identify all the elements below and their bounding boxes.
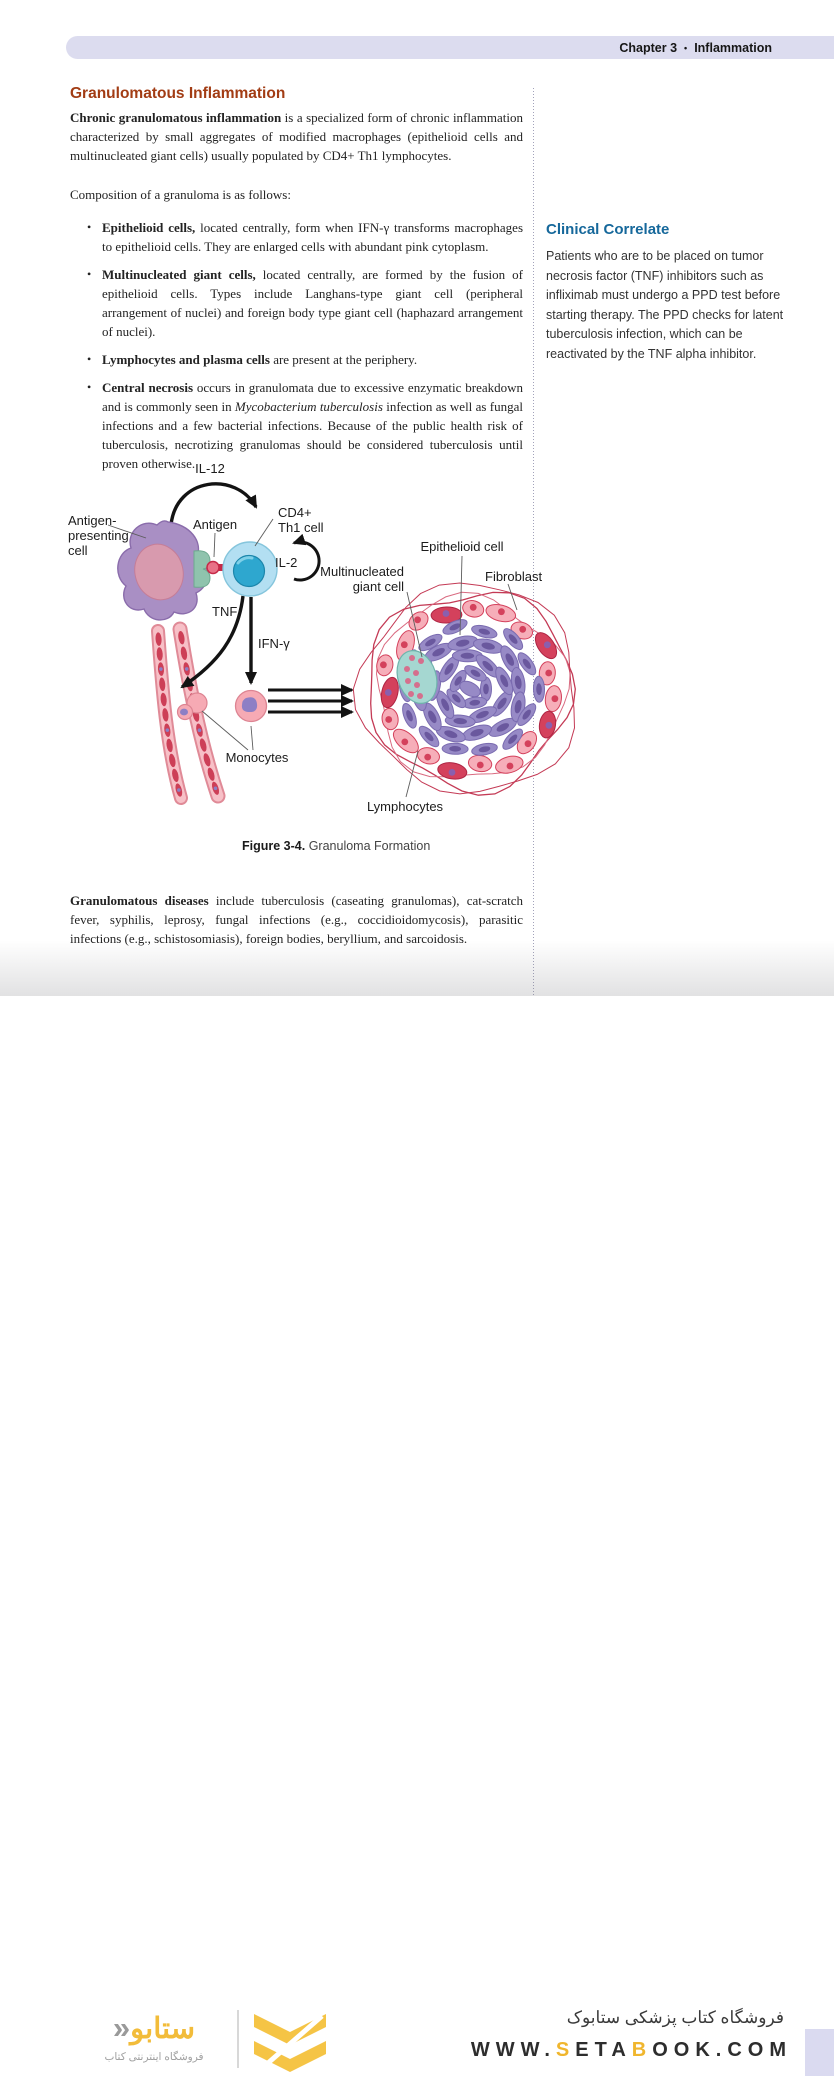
column-dotted-divider: [533, 88, 534, 995]
page-bottom-shadow: [0, 940, 834, 996]
intro-rest: is a specialized form of chronic inflamm…: [70, 110, 523, 163]
figure-caption: Figure 3-4. Granuloma Formation: [242, 839, 430, 853]
store-name-line: فروشگاه کتاب پزشکی ستابوک: [566, 2008, 784, 2027]
bullet-text: infection as well as fungal infections a…: [102, 399, 523, 471]
closing-lead: Granulomatous diseases: [70, 893, 209, 908]
cd4-th1-cell: [222, 541, 278, 597]
clinical-correlate-body: Patients who are to be placed on tumor n…: [546, 249, 784, 361]
bullet-text: located centrally, are formed by the fus…: [102, 267, 523, 339]
bullet-dot: •: [87, 267, 92, 281]
diagram-label-apc-line1: Antigen-: [68, 513, 116, 528]
url-segment: OOK.COM: [652, 2039, 792, 2061]
bullet-text: located centrally, form when IFN-γ trans…: [102, 220, 523, 254]
diagram-label-tnf: TNF: [212, 604, 237, 619]
granuloma-bullet-list: • Epithelioid cells, located centrally, …: [70, 218, 523, 482]
tnf-arrow: [180, 595, 245, 689]
logo-text: ستابو: [130, 2013, 196, 2045]
bullet-item-central-necrosis: • Central necrosis occurs in granulomata…: [70, 378, 523, 473]
chevron-logo-icon: [254, 2014, 326, 2072]
setabook-logo-wordmark: ستابو«: [75, 2008, 233, 2049]
bullet-dot: •: [87, 380, 92, 394]
il12-arrow: [169, 482, 258, 526]
url-segment: ETA: [575, 2039, 632, 2061]
closing-rest: include tuberculosis (caseating granulom…: [70, 893, 523, 946]
chapter-label: Chapter 3: [619, 40, 678, 55]
diagram-label-cd4-line1: CD4+: [278, 505, 312, 520]
il2-autocrine-arrow: [292, 533, 321, 582]
diagram-label-lymphocytes: Lymphocytes: [367, 799, 444, 814]
logo-kaf-mark: «: [112, 2010, 131, 2045]
granuloma: [352, 582, 576, 796]
logo-tagline: فروشگاه اینترنتی کتاب: [104, 2051, 204, 2063]
bullet-dot: •: [87, 220, 92, 234]
website-url: WWW.SETABOOK.COM: [471, 2039, 792, 2062]
page-title: Granulomatous Inflammation: [70, 85, 286, 102]
bullet-lead: Multinucleated giant cells,: [102, 267, 256, 282]
intro-paragraph: Chronic granulomatous inflammation is a …: [70, 108, 523, 165]
diagram-label-apc-line3: cell: [68, 543, 88, 558]
bullet-lead: Lymphocytes and plasma cells: [102, 352, 270, 367]
clinical-correlate-sidebar: Clinical Correlate Patients who are to b…: [546, 221, 796, 364]
bullet-item-lymphocytes: • Lymphocytes and plasma cells are prese…: [70, 350, 523, 369]
figure-caption-label: Figure 3-4.: [242, 839, 306, 853]
monocyte-in-vessel: [176, 692, 208, 721]
composition-line: Composition of a granuloma is as follows…: [70, 187, 291, 202]
url-segment: B: [631, 2039, 653, 2061]
label-pointer-lines: [107, 518, 518, 798]
page-corner-block: [805, 2029, 834, 2076]
diagram-label-cd4-line2: Th1 cell: [278, 520, 324, 535]
section-label: Inflammation: [694, 40, 772, 55]
diagram-label-epithelioid-cell: Epithelioid cell: [420, 539, 503, 554]
diagram-label-apc-line2: presenting: [68, 528, 129, 543]
diagram-label-ifn-gamma: IFN-γ: [258, 636, 290, 651]
diagram-label-fibroblast: Fibroblast: [485, 569, 542, 584]
url-segment: S: [555, 2039, 576, 2061]
diagram-label-giant-cell-line2: giant cell: [353, 579, 404, 594]
diagram-label-il12: IL-12: [195, 461, 225, 476]
bullet-item-giant-cells: • Multinucleated giant cells, located ce…: [70, 265, 523, 341]
bullet-item-epithelioid: • Epithelioid cells, located centrally, …: [70, 218, 523, 256]
footer-watermark: ستابو« فروشگاه اینترنتی کتاب فروشگاه کتا…: [0, 996, 834, 2076]
free-monocyte: [234, 689, 268, 723]
diagram-label-antigen: Antigen: [193, 517, 237, 532]
granuloma-formation-diagram: IL-12 Antigen- presenting cell Antigen C…: [68, 461, 576, 814]
clinical-correlate-heading: Clinical Correlate: [546, 221, 670, 238]
chapter-header-bar: Chapter 3 • Inflammation: [66, 36, 834, 59]
bullet-lead: Epithelioid cells,: [102, 220, 196, 235]
receptor: [193, 550, 211, 588]
cytokine-arrows: [169, 482, 354, 718]
bullet-dot: •: [87, 352, 92, 366]
diagram-label-il2: IL-2: [275, 555, 297, 570]
url-segment: WWW.: [470, 2039, 556, 2061]
multinucleated-giant-cell: [396, 650, 438, 704]
bullet-text: occurs in granulomata due to excessive e…: [102, 380, 523, 414]
blood-vessel: [151, 621, 226, 805]
header-bullet-separator: •: [684, 42, 688, 53]
intro-lead: Chronic granulomatous inflammation: [70, 110, 282, 125]
diagram-label-monocytes: Monocytes: [226, 750, 289, 765]
bullet-italic-species: Mycobacterium tuberculosis: [234, 399, 383, 414]
logo-divider-line: [237, 2010, 239, 2068]
diagram-label-giant-cell-line1: Multinucleated: [320, 564, 404, 579]
closing-paragraph: Granulomatous diseases include tuberculo…: [70, 891, 523, 948]
antigen-presenting-cell: [117, 520, 211, 621]
bullet-lead: Central necrosis: [102, 380, 194, 395]
figure-caption-text: Granuloma Formation: [308, 839, 431, 853]
bullet-text: are present at the periphery.: [269, 352, 418, 367]
